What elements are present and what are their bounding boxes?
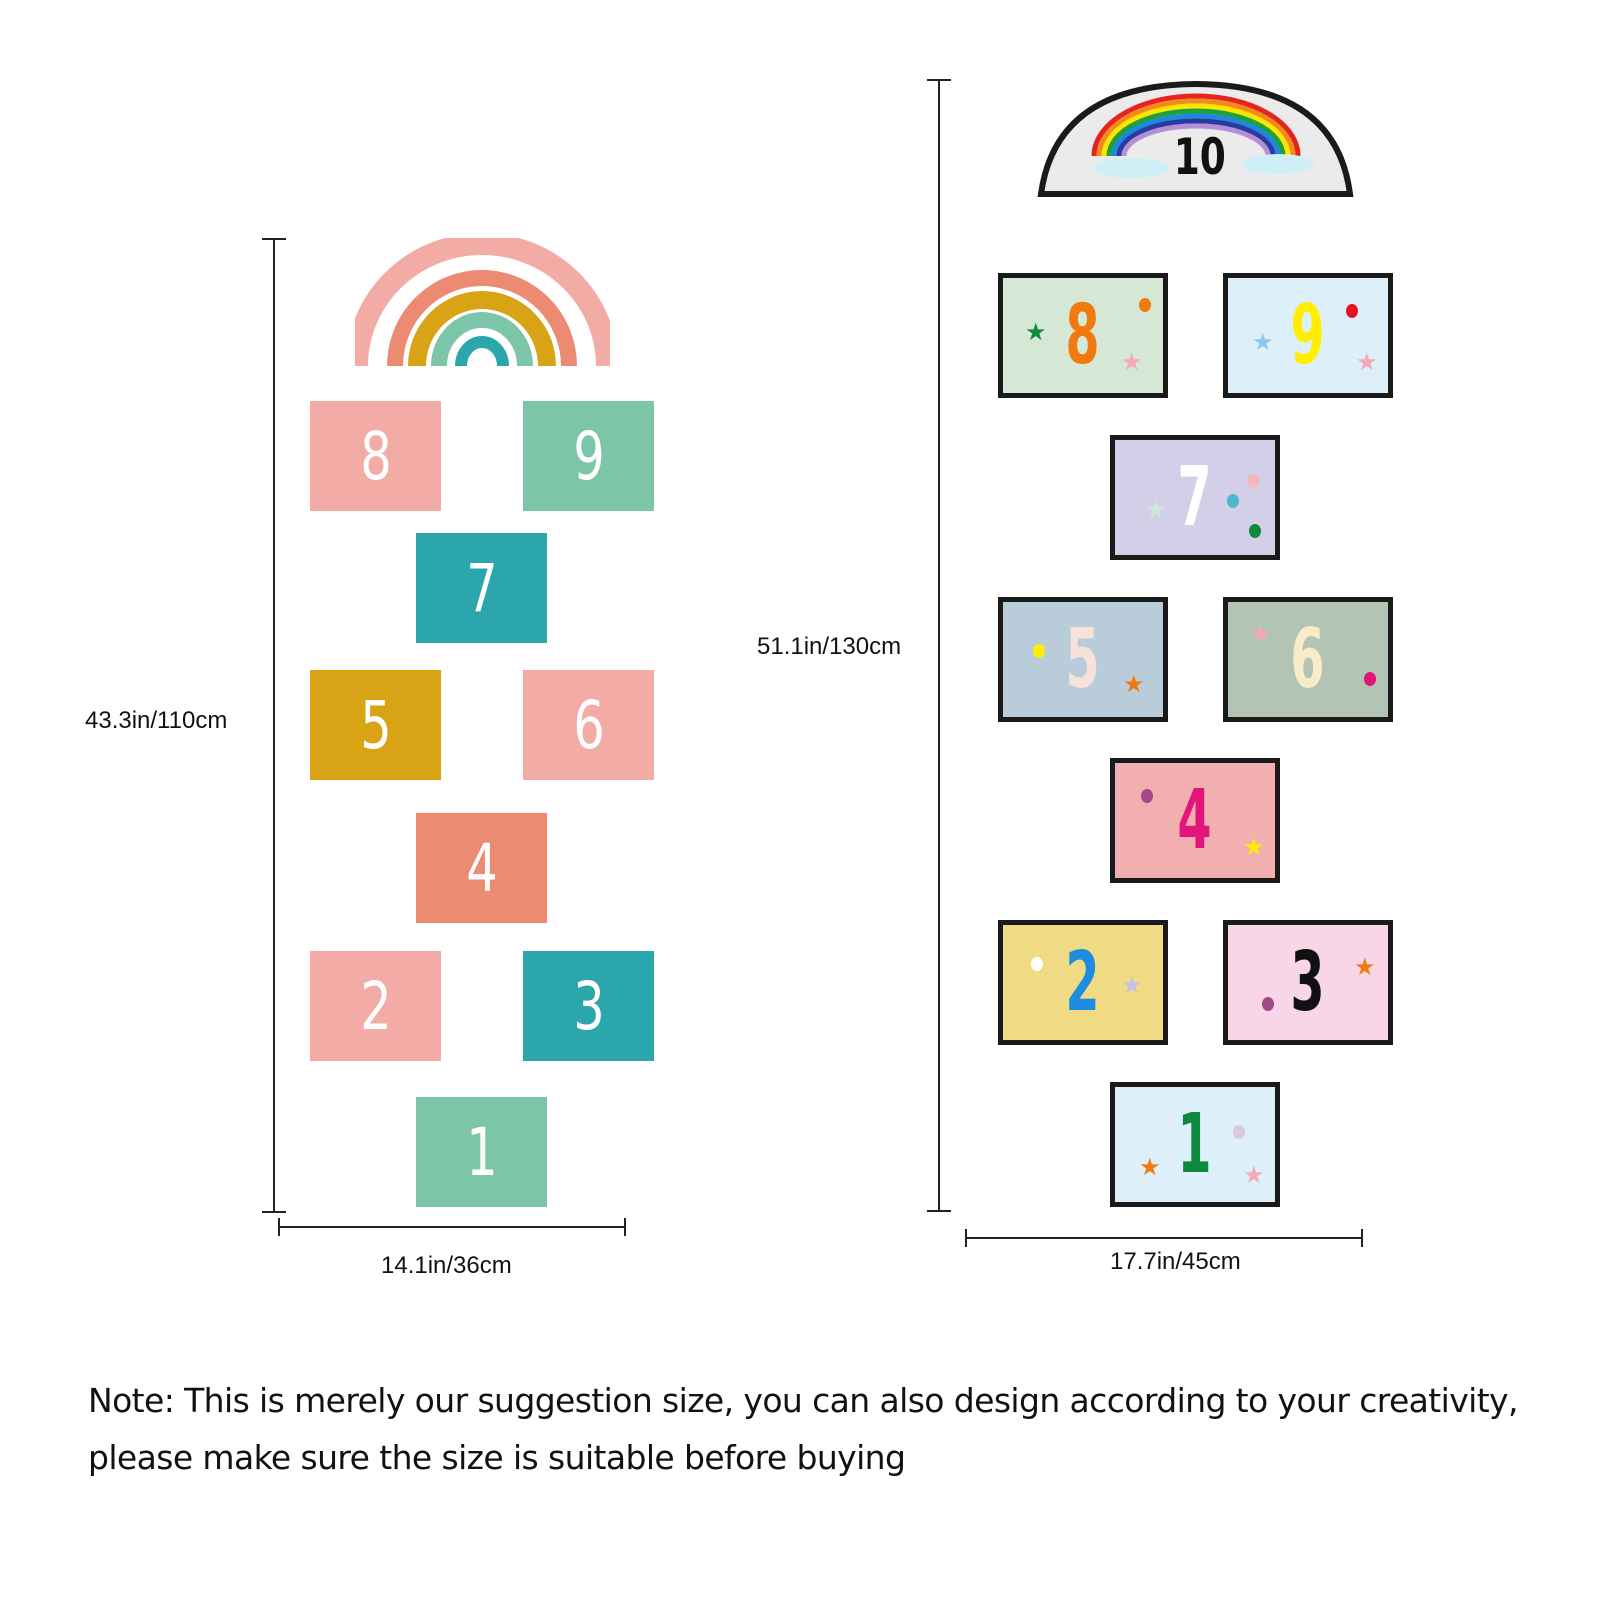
- left-tile-9: 9: [523, 401, 654, 511]
- pastel-rainbow-icon: [355, 238, 610, 367]
- left-height-line: [273, 239, 275, 1213]
- star-icon: ★: [1121, 348, 1143, 376]
- left-tile-3: 3: [523, 951, 654, 1061]
- star-icon: ★: [1243, 1161, 1265, 1189]
- left-width-line: [279, 1226, 625, 1228]
- star-icon: ★: [1354, 953, 1376, 981]
- star-icon: ★: [1252, 328, 1274, 356]
- left-tile-6: 6: [523, 670, 654, 780]
- size-note: Note: This is merely our suggestion size…: [88, 1381, 1518, 1477]
- right-height-label: 51.1in/130cm: [757, 633, 902, 660]
- right-width-cap-left: [965, 1229, 967, 1247]
- star-icon: ★: [1243, 833, 1265, 861]
- right-width-cap-right: [1361, 1229, 1363, 1247]
- left-height-cap-bottom: [262, 1211, 286, 1213]
- tile-number: 6: [1290, 612, 1326, 707]
- left-tile-2: 2: [310, 951, 441, 1061]
- star-icon: ★: [1145, 496, 1167, 524]
- right-tile-4: 4★: [1110, 758, 1280, 883]
- right-height-line: [938, 80, 940, 1212]
- tile-number: 1: [465, 1113, 498, 1191]
- right-width-label: 17.7in/45cm: [1110, 1248, 1241, 1275]
- left-width-label: 14.1in/36cm: [381, 1252, 512, 1279]
- star-icon: ★: [1139, 1153, 1161, 1181]
- tile-number: 6: [572, 686, 605, 764]
- left-tile-1: 1: [416, 1097, 547, 1207]
- tile-number: 4: [465, 829, 498, 907]
- dot-icon: [1364, 672, 1376, 686]
- right-height-cap-top: [927, 79, 951, 81]
- tile-number: 8: [1065, 288, 1101, 383]
- tile-number: 7: [465, 549, 498, 627]
- tile-number: 2: [1065, 935, 1101, 1030]
- left-tile-4: 4: [416, 813, 547, 923]
- tile-number: 7: [1177, 450, 1213, 545]
- left-tile-5: 5: [310, 670, 441, 780]
- dot-icon: [1262, 997, 1274, 1011]
- right-width-line: [966, 1237, 1362, 1239]
- dot-icon: [1033, 644, 1045, 658]
- dot-icon: [1031, 957, 1043, 971]
- right-tile-6: 6★: [1223, 597, 1393, 722]
- left-width-cap-right: [624, 1218, 626, 1236]
- star-icon: ★: [1025, 318, 1047, 346]
- dot-icon: [1233, 1125, 1245, 1139]
- tile-number: 9: [1290, 288, 1326, 383]
- left-width-cap-left: [278, 1218, 280, 1236]
- dot-icon: [1141, 789, 1153, 803]
- tile-number: 5: [359, 686, 392, 764]
- dot-icon: [1249, 524, 1261, 538]
- dot-icon: [1247, 474, 1259, 488]
- dot-icon: [1346, 304, 1358, 318]
- left-tile-8: 8: [310, 401, 441, 511]
- left-height-cap-top: [262, 238, 286, 240]
- tile-number: 4: [1177, 773, 1213, 868]
- right-tile-1: 1 ★ ★: [1110, 1082, 1280, 1207]
- right-tile-3: 3★: [1223, 920, 1393, 1045]
- tile-number: 1: [1177, 1097, 1213, 1192]
- right-tile-5: 5★: [998, 597, 1168, 722]
- tile-number: 9: [572, 417, 605, 495]
- dot-icon: [1227, 494, 1239, 508]
- tile-number: 5: [1065, 612, 1101, 707]
- right-height-cap-bottom: [927, 1210, 951, 1212]
- tile-number: 8: [359, 417, 392, 495]
- left-tile-7: 7: [416, 533, 547, 643]
- right-tile-2: 2★: [998, 920, 1168, 1045]
- left-height-label: 43.3in/110cm: [85, 707, 228, 734]
- star-icon: ★: [1121, 971, 1143, 999]
- top-number-10: 10: [1173, 128, 1226, 186]
- right-tile-8: 8 ★ ★: [998, 273, 1168, 398]
- rainbow-dome-icon: [1037, 80, 1354, 197]
- tile-number: 2: [359, 967, 392, 1045]
- star-icon: ★: [1356, 348, 1378, 376]
- right-tile-7: 7★: [1110, 435, 1280, 560]
- right-tile-9: 9 ★ ★: [1223, 273, 1393, 398]
- star-icon: ★: [1250, 620, 1272, 648]
- tile-number: 3: [572, 967, 605, 1045]
- star-icon: ★: [1123, 670, 1145, 698]
- tile-number: 3: [1290, 935, 1326, 1030]
- dot-icon: [1139, 298, 1151, 312]
